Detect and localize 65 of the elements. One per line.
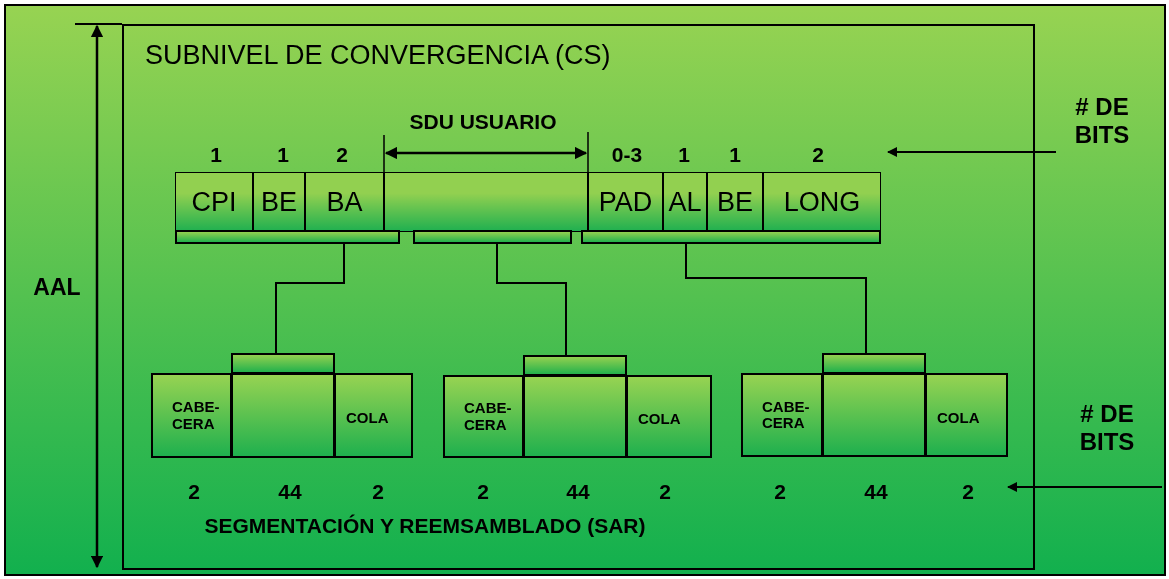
- section-label: SDU USUARIO: [409, 110, 557, 134]
- arrow: [1007, 482, 1163, 492]
- section-label: SEGMENTACIÓN Y REEMSAMBLADO (SAR): [204, 514, 646, 538]
- payload-field: [523, 375, 627, 458]
- header-field: [175, 172, 253, 232]
- header-field: [707, 172, 763, 232]
- field-label: CPI: [191, 186, 237, 218]
- field-label: CABE- CERA: [171, 399, 221, 432]
- section-heading: SUBNIVEL DE CONVERGENCIA (CS): [145, 40, 611, 71]
- segment-bar: [175, 230, 400, 244]
- segment-bar: [581, 230, 881, 244]
- connector-line: [275, 243, 345, 354]
- header-field: [253, 172, 305, 232]
- field-label: BA: [326, 186, 363, 218]
- trailer-field: [925, 373, 1008, 457]
- bit-count: 2: [188, 480, 200, 504]
- field-label: CABE- CERA: [463, 400, 513, 433]
- bit-count: 2: [477, 480, 489, 504]
- field-label: BE: [717, 186, 753, 218]
- field-label: COLA: [637, 410, 681, 427]
- header-field: [588, 172, 663, 232]
- field-label: LONG: [783, 186, 861, 218]
- connector-line: [685, 243, 867, 354]
- field-label: COLA: [936, 408, 980, 426]
- bit-count: 2: [336, 143, 348, 167]
- field-label: PAD: [598, 186, 653, 218]
- bit-count: 1: [277, 143, 289, 167]
- bits-label: # DE BITS: [1056, 93, 1148, 163]
- segment-bar: [413, 230, 572, 244]
- header-field: [151, 373, 232, 458]
- field-label: BE: [261, 186, 297, 218]
- bit-count: 2: [812, 143, 824, 167]
- trailer-field: [334, 373, 413, 458]
- bit-count: 2: [774, 480, 786, 504]
- bit-count: 44: [566, 480, 590, 504]
- arrow: [384, 146, 588, 160]
- field-label: AL: [668, 186, 702, 218]
- bit-count: 2: [659, 480, 671, 504]
- header-field: [763, 172, 881, 232]
- cs-sublayer-frame: [122, 24, 1035, 570]
- segment-bar: [523, 355, 627, 376]
- header-field: [384, 172, 588, 232]
- arrow: [887, 147, 1057, 157]
- bit-count: 44: [278, 480, 302, 504]
- header-field: [305, 172, 384, 232]
- trailer-field: [626, 375, 712, 458]
- bit-count: 1: [729, 143, 741, 167]
- dimension-label: AAL: [33, 273, 81, 301]
- header-field: [741, 373, 823, 457]
- header-field: [443, 375, 524, 458]
- segment-bar: [231, 353, 335, 374]
- bit-count: 0-3: [611, 143, 643, 167]
- field-label: COLA: [345, 409, 389, 426]
- payload-field: [231, 373, 335, 458]
- bits-label: # DE BITS: [1052, 400, 1162, 487]
- header-field: [663, 172, 707, 232]
- segment-bar: [822, 353, 926, 374]
- bit-count: 2: [962, 480, 974, 504]
- bit-count: 1: [678, 143, 690, 167]
- payload-field: [822, 373, 926, 457]
- connector-line: [496, 243, 567, 356]
- field-label: CABE- CERA: [761, 398, 811, 432]
- bit-count: 2: [372, 480, 384, 504]
- bit-count: 44: [864, 480, 888, 504]
- bit-count: 1: [210, 143, 222, 167]
